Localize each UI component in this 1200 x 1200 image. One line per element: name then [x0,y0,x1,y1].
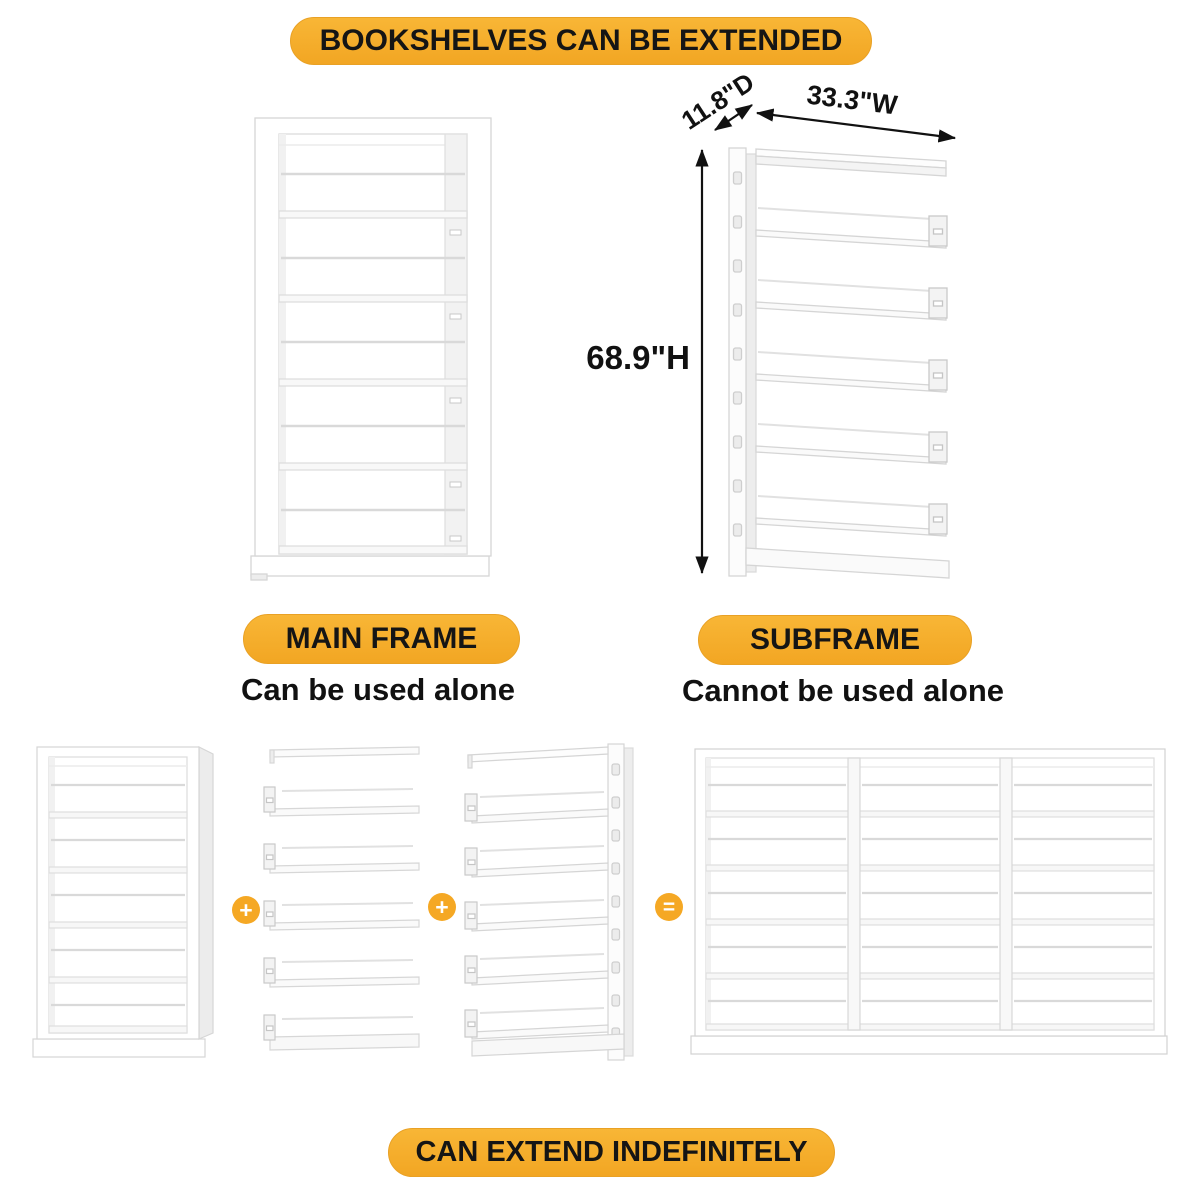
plus-icon: + [428,893,456,921]
equals-glyph: = [662,895,676,919]
plus-glyph: + [435,893,449,920]
header-badge-label: BOOKSHELVES CAN BE EXTENDED [319,24,843,57]
plus-icon: + [232,896,260,924]
width-arrow [755,108,957,143]
main-frame-badge: MAIN FRAME [243,614,520,664]
main-frame-illustration [250,117,492,581]
main-frame-subtitle: Can be used alone [241,672,515,707]
dimension-arrows [695,104,957,575]
subframe-badge-label: SUBFRAME [750,623,920,656]
subframe-post-illustration [464,743,634,1061]
subframe-shelves-illustration [263,746,420,1051]
subframe-badge: SUBFRAME [698,615,972,665]
combined-shelf-illustration [690,748,1168,1055]
depth-arrow [714,104,753,131]
plus-glyph: + [239,896,253,923]
subframe-subtitle: Cannot be used alone [681,673,1005,708]
header-badge: BOOKSHELVES CAN BE EXTENDED [290,17,872,65]
equals-icon: = [655,893,683,921]
height-dimension-label: 68.9"H [586,339,690,376]
footer-badge-label: CAN EXTEND INDEFINITELY [415,1136,808,1168]
main-frame-badge-label: MAIN FRAME [285,622,478,655]
main-frame-front-illustration [32,746,214,1058]
footer-badge: CAN EXTEND INDEFINITELY [388,1128,835,1177]
subframe-illustration [728,147,950,579]
